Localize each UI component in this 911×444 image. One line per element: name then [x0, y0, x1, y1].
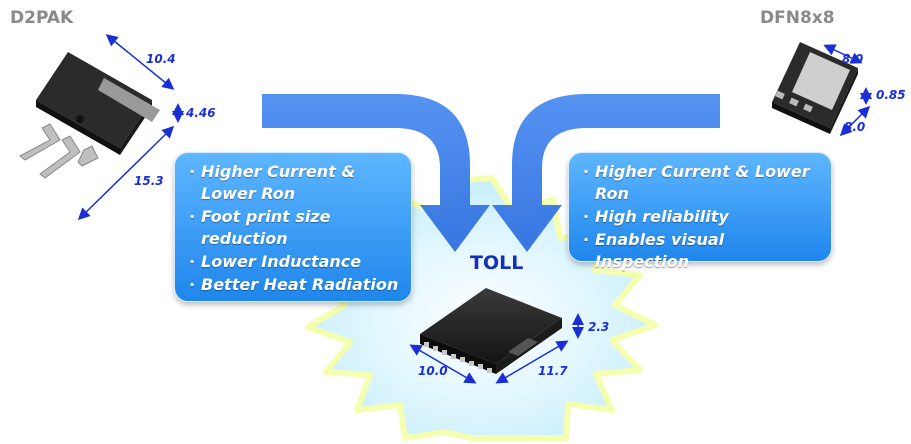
- dfn-title: DFN8x8: [760, 8, 835, 28]
- left-flow-arrow: [262, 94, 490, 252]
- toll-length-dim-line: [495, 340, 569, 384]
- d2pak-width-dim-line: [105, 34, 175, 90]
- left-benefit-item: Lower Inductance: [187, 251, 401, 273]
- left-benefits-box: Higher Current & Lower Ron Foot print si…: [174, 152, 412, 302]
- dfn-dim-height: 0.85: [876, 88, 906, 102]
- d2pak-package-icon: [19, 52, 160, 179]
- right-benefit-item: Enables visual Inspection: [581, 229, 821, 273]
- toll-title: TOLL: [470, 252, 524, 274]
- dfn-dim-width: 8.0: [842, 52, 864, 66]
- dfn-length-dim-line: [839, 105, 871, 137]
- right-benefits-box: Higher Current & Lower Ron High reliabil…: [568, 152, 832, 271]
- toll-width-dim-line: [409, 344, 477, 384]
- left-benefit-item: Higher Current & Lower Ron: [187, 161, 401, 205]
- right-flow-arrow: [492, 94, 720, 252]
- dfn-width-dim-line: [823, 44, 863, 64]
- right-benefits-list: Higher Current & Lower Ron High reliabil…: [581, 161, 821, 273]
- d2pak-length-dim-line: [77, 125, 175, 221]
- d2pak-dim-length: 15.3: [134, 174, 164, 188]
- left-benefit-item: Better Heat Radiation: [187, 274, 401, 296]
- d2pak-dim-width: 10.4: [146, 52, 176, 66]
- toll-dim-width: 10.0: [418, 364, 448, 378]
- dfn-dim-length: 8.0: [844, 120, 866, 134]
- toll-dim-length: 11.7: [538, 364, 568, 378]
- left-benefits-list: Higher Current & Lower Ron Foot print si…: [187, 161, 401, 296]
- right-benefit-item: High reliability: [581, 206, 821, 228]
- left-benefit-item: Foot print size reduction: [187, 206, 401, 250]
- right-benefit-item: Higher Current & Lower Ron: [581, 161, 821, 205]
- d2pak-title: D2PAK: [10, 8, 74, 28]
- toll-dim-height: 2.3: [588, 320, 610, 334]
- d2pak-dim-height: 4.46: [186, 106, 216, 120]
